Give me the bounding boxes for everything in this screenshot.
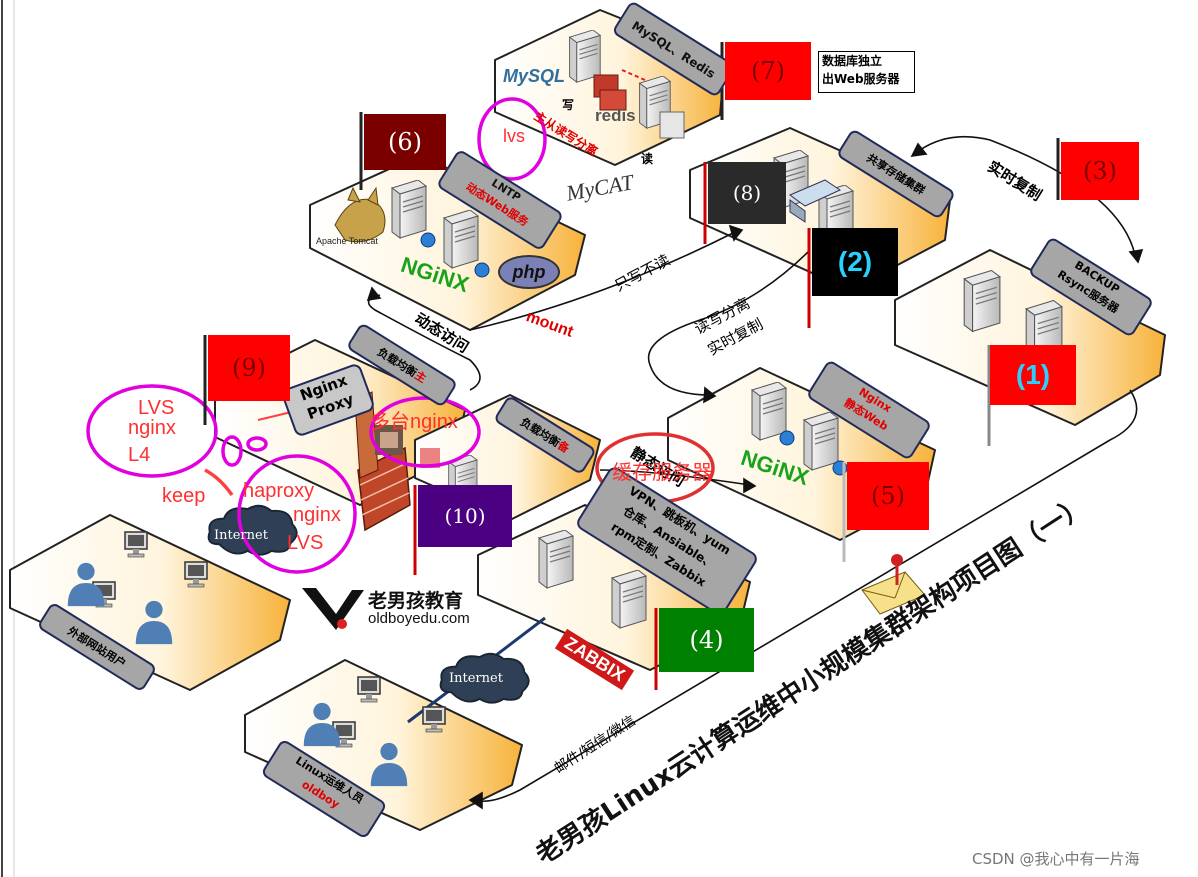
- annotation-keep: keep: [162, 485, 206, 507]
- flag-5: (5): [847, 462, 929, 530]
- disk-array: [788, 179, 842, 223]
- envelope-icon: [861, 554, 926, 615]
- annotation-lvs: lvs: [503, 126, 525, 146]
- flag-6: (6): [364, 114, 446, 170]
- php-logo: php: [498, 255, 560, 289]
- connectors: [213, 135, 1144, 810]
- internet-label-bottom: Internet: [449, 671, 503, 686]
- db-note-box: 数据库独立 出Web服务器: [818, 51, 915, 93]
- hand-annotations: [86, 97, 715, 574]
- redis-logo: redis: [595, 106, 636, 125]
- avatar: [375, 425, 440, 468]
- annotation-haproxy-line2: nginx: [293, 504, 341, 526]
- brand-url: oldboyedu.com: [368, 610, 470, 627]
- flag-3: (3): [1061, 142, 1139, 200]
- db-write-label: 写: [562, 98, 575, 112]
- annotation-cache-server: 缓存服务器: [612, 462, 712, 484]
- watermark: CSDN @我心中有一片海: [972, 850, 1140, 868]
- flag-poles: [203, 42, 1060, 690]
- flag-10: (10): [418, 485, 512, 547]
- annotation-lvs-l4-line3: L4: [128, 444, 151, 466]
- flag-4: (4): [659, 608, 754, 672]
- annotation-haproxy-line3: LVS: [287, 532, 324, 554]
- db-note-line2: 出Web服务器: [822, 72, 900, 86]
- annotation-haproxy-line1: haproxy: [243, 480, 315, 502]
- flag-8: (8): [708, 162, 786, 224]
- tomcat-logo: Apache Tomcat: [316, 236, 378, 246]
- brand-name: 老男孩教育: [368, 590, 464, 612]
- flag-9: (9): [208, 335, 290, 401]
- oldboy-logo-icon: [302, 588, 364, 630]
- flag-7: (7): [725, 42, 811, 100]
- mysql-logo: MySQL: [503, 66, 566, 86]
- annotation-multi-nginx: 多台nginx: [370, 411, 458, 433]
- php-logo-text: php: [512, 261, 546, 282]
- db-read-label: 读: [641, 152, 654, 166]
- annotation-lvs-l4-line2: nginx: [128, 417, 176, 439]
- annotation-lvs-l4-line1: LVS: [138, 397, 175, 419]
- internet-label-top: Internet: [214, 528, 268, 543]
- flag-1: (1): [990, 345, 1076, 405]
- db-note-line1: 数据库独立: [822, 54, 883, 68]
- flag-2: (2): [812, 228, 898, 296]
- tomcat-cat-icon: [334, 186, 386, 243]
- redis-cubes: [593, 69, 685, 139]
